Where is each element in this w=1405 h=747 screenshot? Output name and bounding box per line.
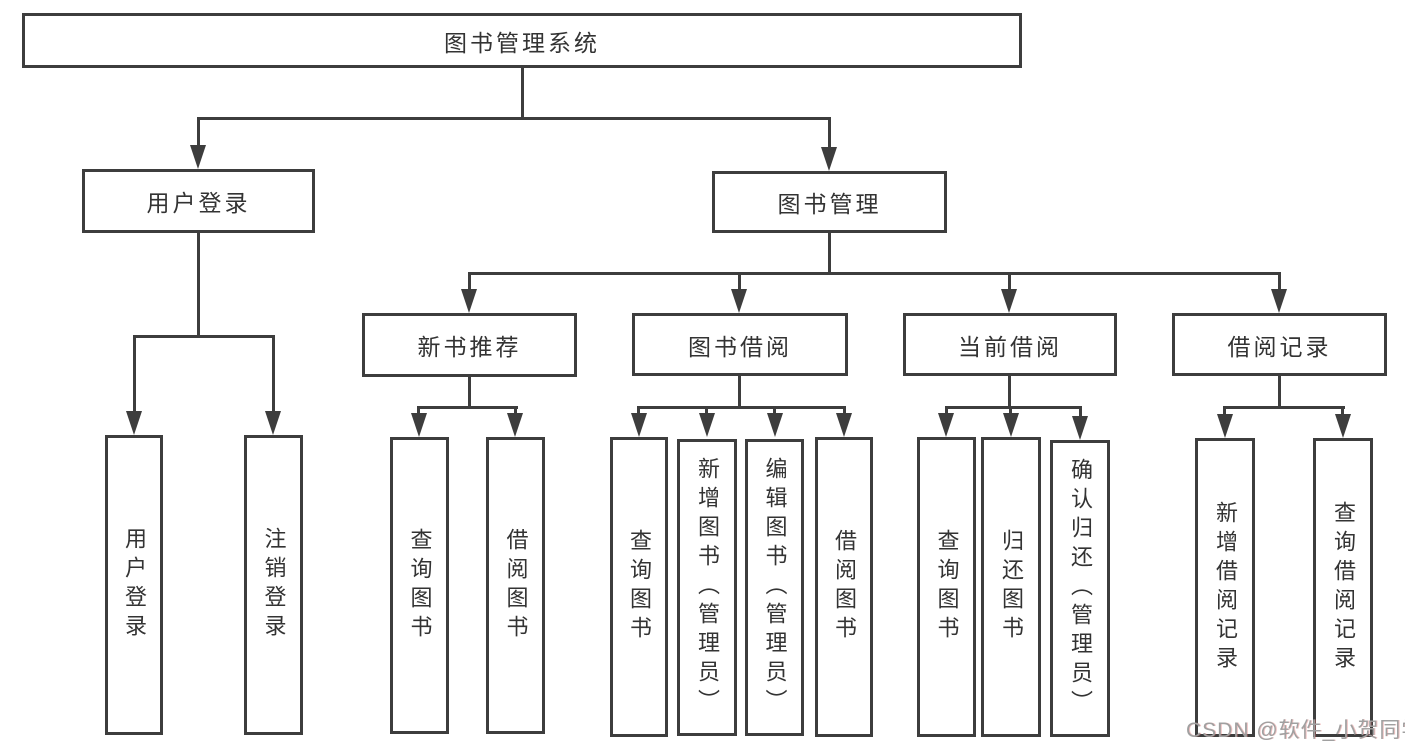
connector-drop-borrow-record — [1278, 272, 1281, 292]
leaf-bb-query: 查询图书 — [610, 437, 668, 737]
connector-drop-leaf-logout — [272, 335, 275, 414]
arrowhead-cb-query-icon — [938, 413, 954, 437]
leaf-cb-query: 查询图书 — [917, 437, 976, 737]
connector-drop-book-borrow — [738, 272, 741, 292]
connector-nbr-bar — [417, 406, 518, 409]
leaf-cb-confirm-label: 确认归还（管理员） — [1068, 458, 1093, 719]
connector-root-bar — [197, 117, 831, 120]
arrowhead-bb-borrow-icon — [836, 413, 852, 437]
arrowhead-current-borrow-icon — [1001, 289, 1017, 313]
arrowhead-new-book-rec-icon — [461, 289, 477, 313]
leaf-bb-add: 新增图书（管理员） — [677, 439, 737, 736]
arrowhead-book-mgmt-icon — [821, 147, 837, 171]
leaf-br-query-label: 查询借阅记录 — [1331, 500, 1356, 675]
connector-drop-cb-return — [1009, 406, 1012, 416]
node-borrow-record-label: 借阅记录 — [1227, 333, 1332, 360]
leaf-cb-confirm: 确认归还（管理员） — [1050, 440, 1110, 737]
leaf-logout: 注销登录 — [244, 435, 303, 735]
connector-drop-cb-confirm — [1079, 406, 1082, 418]
node-book-mgmt: 图书管理 — [712, 171, 947, 233]
arrowhead-nbr-query-icon — [411, 413, 427, 437]
arrowhead-cb-return-icon — [1003, 413, 1019, 437]
connector-drop-br-add — [1223, 406, 1226, 417]
leaf-bb-edit-label: 编辑图书（管理员） — [762, 457, 788, 718]
node-borrow-record: 借阅记录 — [1172, 313, 1387, 376]
leaf-nbr-borrow: 借阅图书 — [486, 437, 545, 734]
leaf-br-add-label: 新增借阅记录 — [1213, 500, 1238, 675]
connector-drop-cb-query — [945, 406, 948, 416]
leaf-br-query: 查询借阅记录 — [1313, 438, 1373, 737]
leaf-nbr-query: 查询图书 — [390, 437, 449, 734]
node-book-borrow: 图书借阅 — [632, 313, 848, 376]
csdn-watermark: CSDN @软件_小贺同学 — [1186, 719, 1405, 742]
node-user-login-label: 用户登录 — [146, 190, 251, 216]
connector-drop-nbr-borrow — [514, 406, 517, 416]
node-new-book-rec: 新书推荐 — [362, 313, 577, 377]
node-book-mgmt-label: 图书管理 — [777, 191, 882, 217]
arrowhead-bb-add-icon — [699, 413, 715, 437]
connector-cb-stem — [1008, 376, 1011, 409]
connector-nbr-stem — [468, 377, 471, 409]
connector-user-login-stem — [197, 233, 200, 338]
connector-drop-new-book-rec — [468, 272, 471, 292]
leaf-bb-add-label: 新增图书（管理员） — [695, 457, 720, 718]
connector-drop-current-borrow — [1008, 272, 1011, 292]
arrowhead-cb-confirm-icon — [1072, 416, 1088, 440]
arrowhead-nbr-borrow-icon — [507, 413, 523, 437]
connector-drop-br-query — [1341, 406, 1344, 417]
connector-bb-bar — [637, 406, 846, 409]
connector-cb-bar — [945, 406, 1082, 409]
arrowhead-borrow-record-icon — [1271, 289, 1287, 313]
connector-root-stem — [521, 68, 524, 120]
leaf-user-login-label: 用户登录 — [122, 527, 147, 643]
connector-book-mgmt-stem — [828, 233, 831, 275]
arrowhead-br-add-icon — [1217, 414, 1233, 438]
leaf-cb-return: 归还图书 — [981, 437, 1041, 737]
connector-drop-book-mgmt — [828, 117, 831, 150]
leaf-cb-return-label: 归还图书 — [999, 529, 1024, 645]
connector-br-bar — [1223, 406, 1345, 409]
node-current-borrow: 当前借阅 — [903, 313, 1117, 376]
connector-br-stem — [1278, 376, 1281, 409]
arrowhead-user-login-icon — [190, 145, 206, 169]
connector-drop-bb-edit — [773, 406, 776, 416]
leaf-bb-borrow: 借阅图书 — [815, 437, 873, 737]
arrowhead-leaf-user-login-icon — [126, 411, 142, 435]
arrowhead-bb-query-icon — [631, 413, 647, 437]
connector-drop-bb-borrow — [843, 406, 846, 416]
node-new-book-rec-label: 新书推荐 — [417, 334, 522, 360]
leaf-bb-borrow-label: 借阅图书 — [832, 529, 857, 645]
connector-drop-bb-add — [705, 406, 708, 416]
leaf-cb-query-label: 查询图书 — [934, 529, 960, 645]
leaf-nbr-borrow-label: 借阅图书 — [503, 527, 529, 644]
leaf-br-add: 新增借阅记录 — [1195, 438, 1255, 737]
connector-drop-leaf-user-login — [133, 335, 136, 414]
node-book-borrow-label: 图书借阅 — [688, 333, 792, 360]
node-root-label: 图书管理系统 — [444, 29, 600, 56]
connector-drop-nbr-query — [417, 406, 420, 416]
leaf-user-login: 用户登录 — [105, 435, 163, 735]
node-user-login: 用户登录 — [82, 169, 315, 233]
connector-drop-user-login — [197, 117, 200, 148]
leaf-logout-label: 注销登录 — [261, 527, 287, 643]
connector-book-mgmt-bar — [468, 272, 1281, 275]
connector-user-login-bar — [133, 335, 275, 338]
leaf-nbr-query-label: 查询图书 — [407, 527, 433, 644]
leaf-bb-edit: 编辑图书（管理员） — [745, 439, 804, 736]
arrowhead-book-borrow-icon — [731, 289, 747, 313]
node-root: 图书管理系统 — [22, 13, 1022, 68]
connector-drop-bb-query — [637, 406, 640, 416]
arrowhead-leaf-logout-icon — [265, 411, 281, 435]
arrowhead-bb-edit-icon — [767, 413, 783, 437]
node-current-borrow-label: 当前借阅 — [958, 333, 1062, 360]
connector-bb-stem — [738, 376, 741, 409]
leaf-bb-query-label: 查询图书 — [627, 529, 652, 645]
arrowhead-br-query-icon — [1335, 414, 1351, 438]
